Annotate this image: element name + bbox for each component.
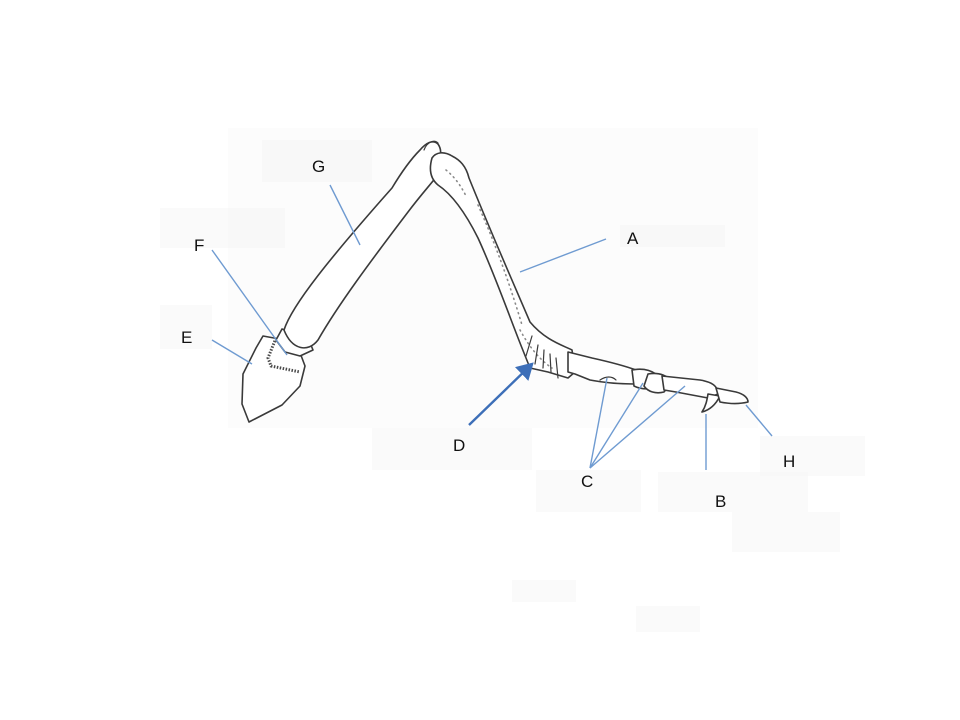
tibia-spine-row — [477, 204, 523, 326]
leader-line-g — [329, 184, 361, 246]
leader-line-c-3 — [589, 385, 686, 469]
leader-line-c-1 — [589, 377, 608, 469]
tarsal-pad-detail — [599, 376, 617, 381]
label-f: F — [194, 236, 204, 255]
label-b: B — [715, 492, 726, 511]
pretarsal-claw — [701, 393, 721, 413]
leader-line-e — [211, 339, 253, 365]
label-d: D — [453, 436, 465, 455]
tibia-spine-row-upper — [445, 169, 467, 197]
leader-line-c-2 — [589, 382, 644, 469]
leader-line-h — [745, 404, 773, 437]
tibial-spurs — [525, 335, 559, 379]
femur-knee-lobe — [423, 140, 439, 151]
label-e: E — [181, 328, 192, 347]
leader-line-a — [519, 238, 607, 273]
tibia-spine-row-lower — [519, 329, 553, 369]
arolium-pad — [715, 387, 749, 405]
label-c: C — [581, 472, 593, 491]
label-a: A — [627, 229, 639, 248]
label-g: G — [312, 157, 325, 176]
label-h: H — [783, 452, 795, 471]
leader-arrow-d — [468, 362, 534, 426]
leader-line-f — [211, 249, 288, 356]
